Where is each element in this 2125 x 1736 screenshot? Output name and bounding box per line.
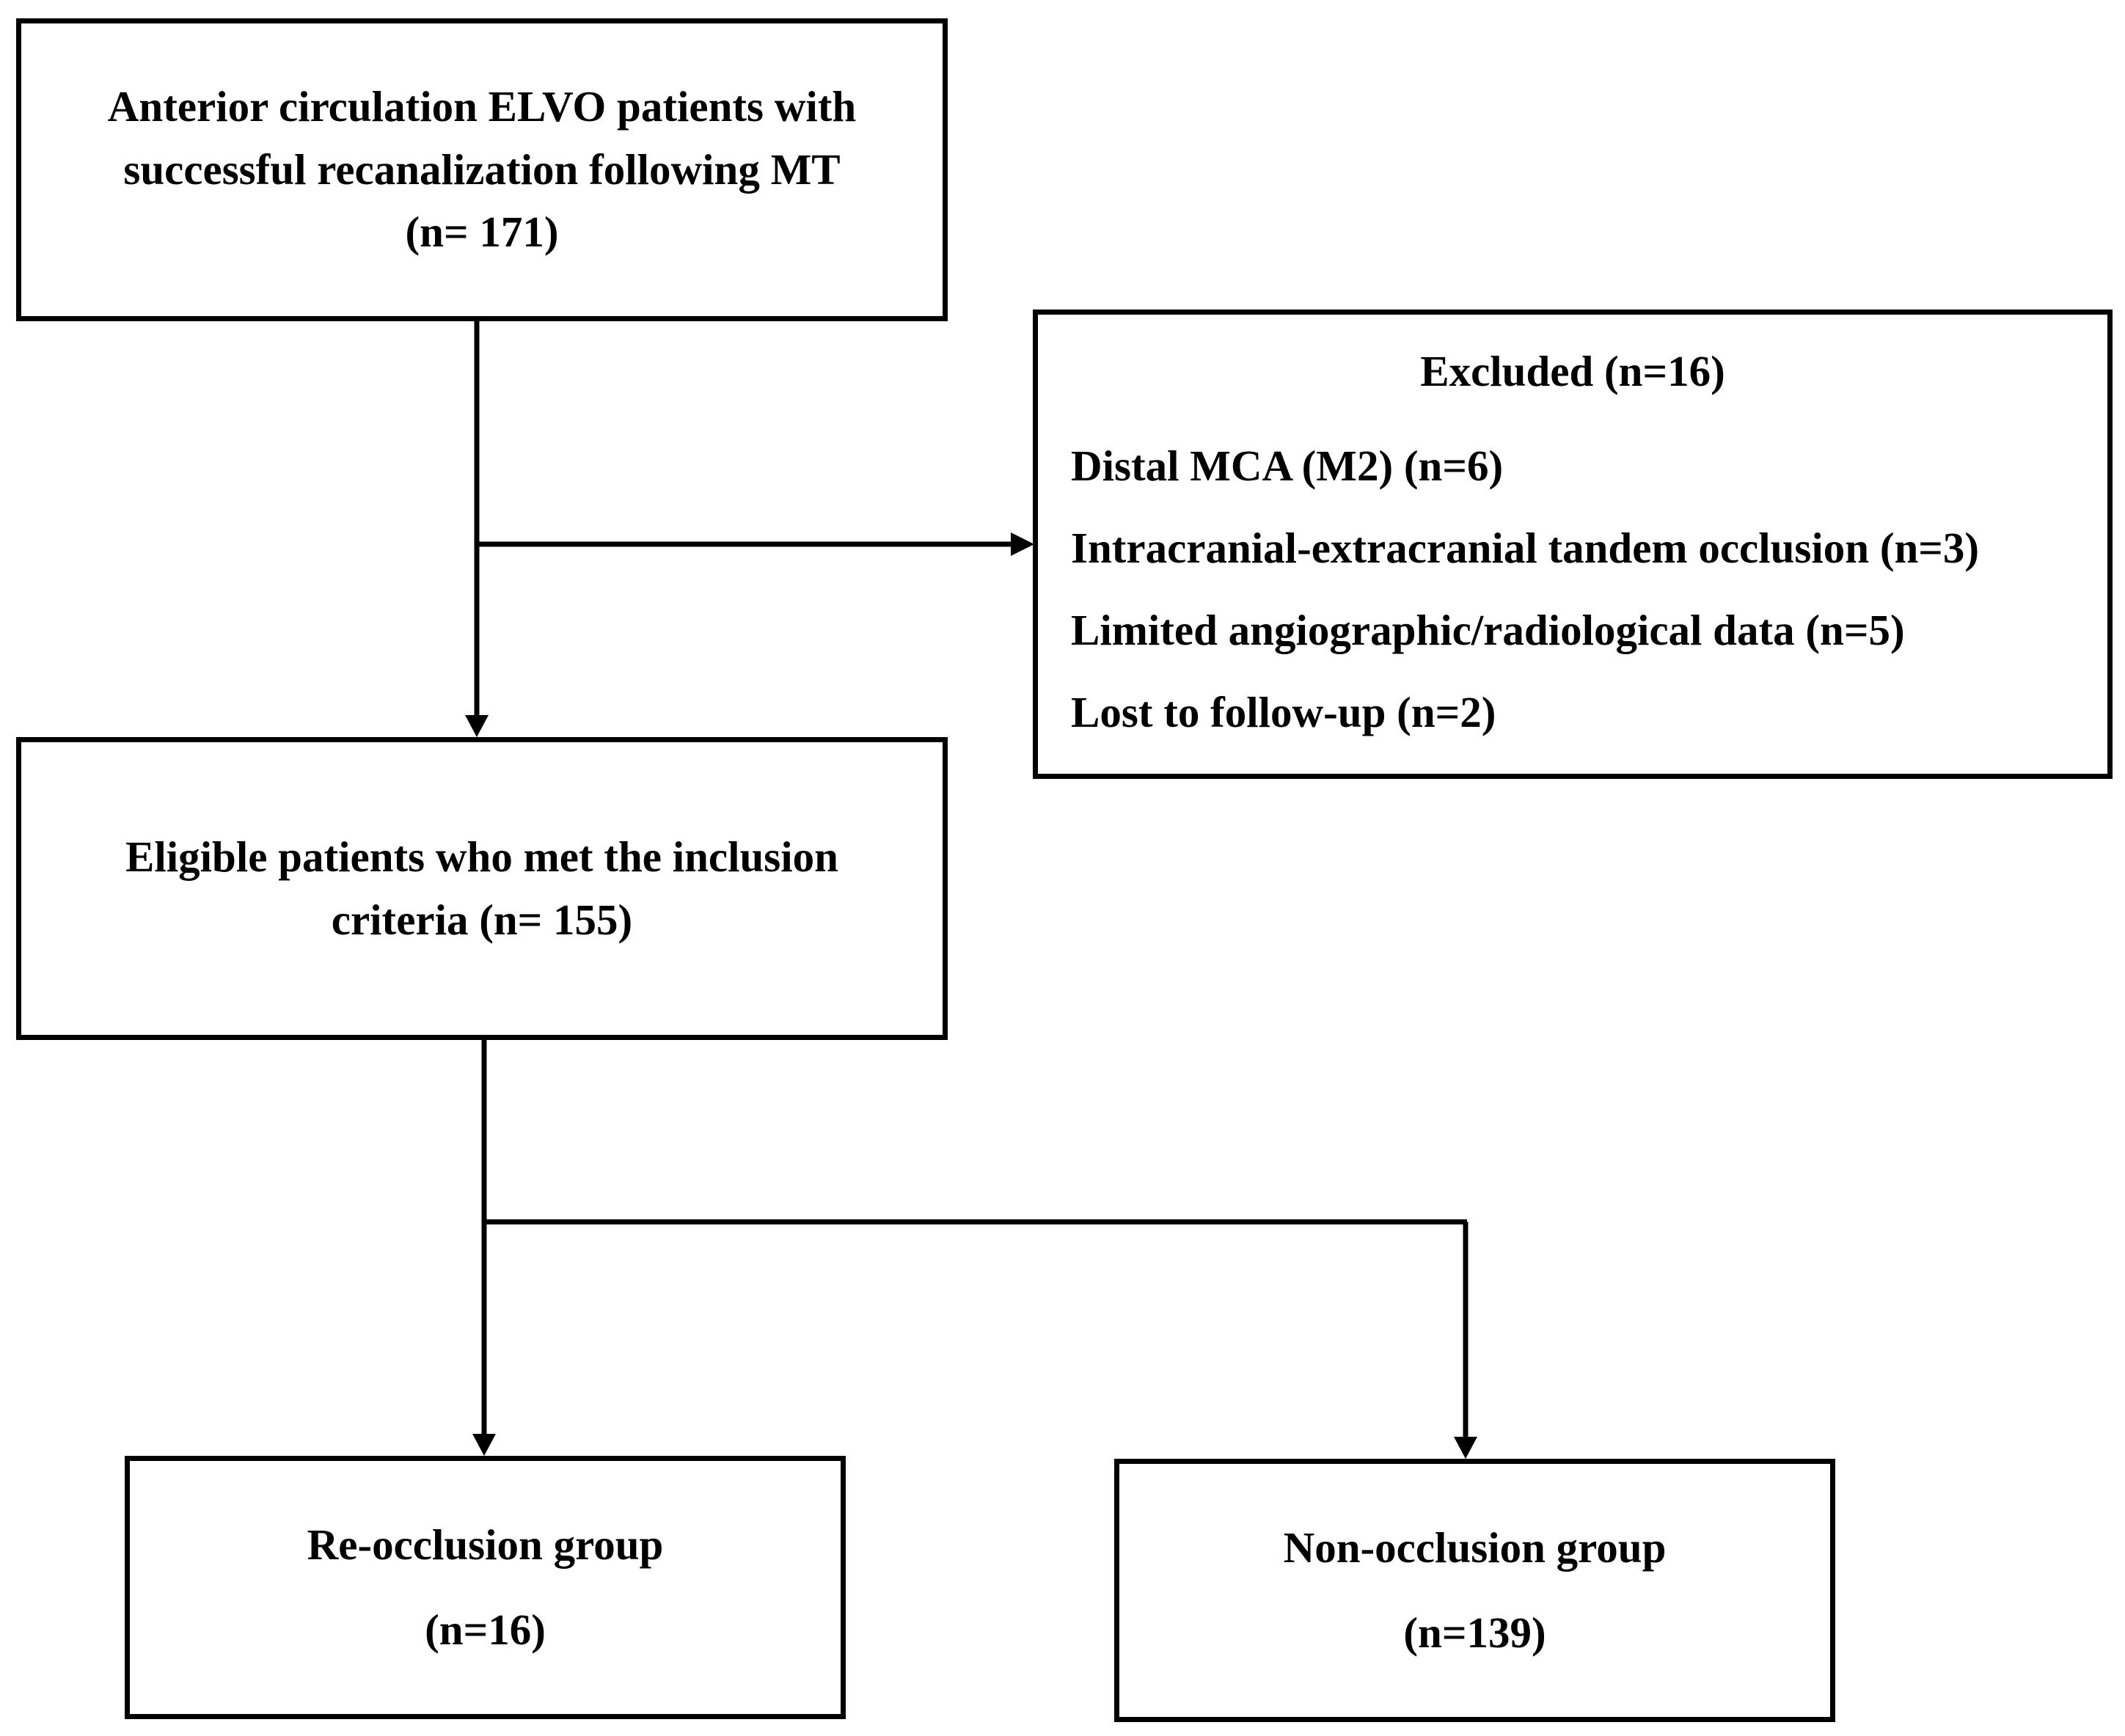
nonocclusion-count: (n=139) (1403, 1608, 1546, 1657)
excluded-reason-tandem-occlusion: Intracranial-extracranial tandem occlusi… (1071, 524, 1980, 572)
excluded-reason-distal-mca: Distal MCA (M2) (n=6) (1071, 442, 1504, 490)
arrowhead-excluded (1011, 532, 1034, 556)
reocclusion-label: Re-occlusion group (307, 1520, 664, 1570)
box-nonocclusion-group: Non-occlusion group (n=139) (1114, 1459, 1835, 1722)
initial-cohort-line-2: successful recanalization following MT (123, 144, 841, 194)
arrowhead-eligible (465, 715, 489, 737)
excluded-header: Excluded (n=16) (1420, 347, 1725, 395)
arrowhead-reocclusion (472, 1434, 496, 1456)
box-eligible-patients: Eligible patients who met the inclusion … (16, 737, 948, 1040)
box-reocclusion-group: Re-occlusion group (n=16) (125, 1456, 846, 1719)
arrowhead-nonocclusion (1454, 1437, 1477, 1459)
excluded-reasons-list: Distal MCA (M2) (n=6) Intracranial-extra… (1071, 425, 1979, 753)
initial-cohort-line-1: Anterior circulation ELVO patients with (107, 82, 857, 131)
eligible-line-1: Eligible patients who met the inclusion (125, 832, 838, 881)
box-excluded: Excluded (n=16) Distal MCA (M2) (n=6) In… (1033, 310, 2113, 779)
box-initial-cohort: Anterior circulation ELVO patients with … (16, 18, 948, 321)
eligible-line-2: criteria (n= 155) (331, 895, 633, 944)
reocclusion-count: (n=16) (425, 1605, 546, 1654)
nonocclusion-label: Non-occlusion group (1283, 1523, 1667, 1572)
excluded-reason-lost-follow-up: Lost to follow-up (n=2) (1071, 688, 1496, 736)
excluded-reason-limited-data: Limited angiographic/radiological data (… (1071, 606, 1905, 654)
initial-cohort-count: (n= 171) (405, 208, 559, 257)
